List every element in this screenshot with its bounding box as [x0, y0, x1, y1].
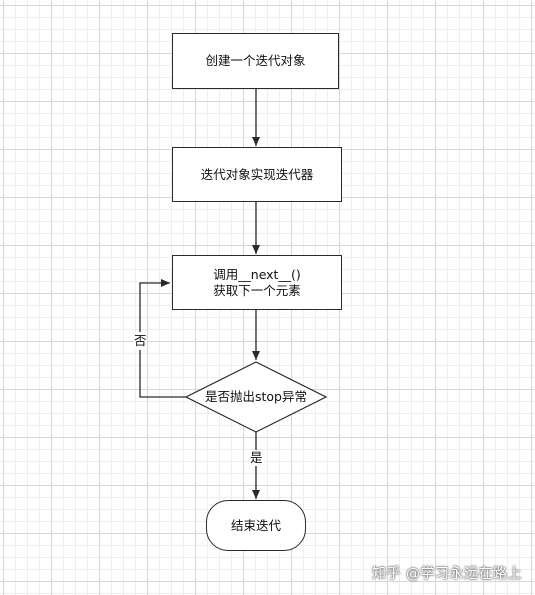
- node-end-iteration-label: 结束迭代: [230, 517, 281, 533]
- decision-diamond: [184, 361, 328, 433]
- node-call-next-line2: 获取下一个元素: [213, 282, 301, 298]
- node-end-iteration: 结束迭代: [206, 500, 306, 551]
- node-implement-iterator-label: 迭代对象实现迭代器: [200, 166, 314, 182]
- node-implement-iterator: 迭代对象实现迭代器: [172, 147, 342, 202]
- edge-label-yes: 是: [249, 450, 264, 466]
- decision-label: 是否抛出stop异常: [205, 389, 307, 404]
- watermark: 知乎 @学习永远在路上: [372, 566, 522, 582]
- node-call-next: 调用__next__() 获取下一个元素: [172, 255, 342, 310]
- node-call-next-line1: 调用__next__(): [213, 266, 301, 282]
- node-create-iterable: 创建一个迭代对象: [172, 33, 339, 89]
- node-create-iterable-label: 创建一个迭代对象: [205, 53, 306, 68]
- edge-label-no: 否: [134, 332, 147, 350]
